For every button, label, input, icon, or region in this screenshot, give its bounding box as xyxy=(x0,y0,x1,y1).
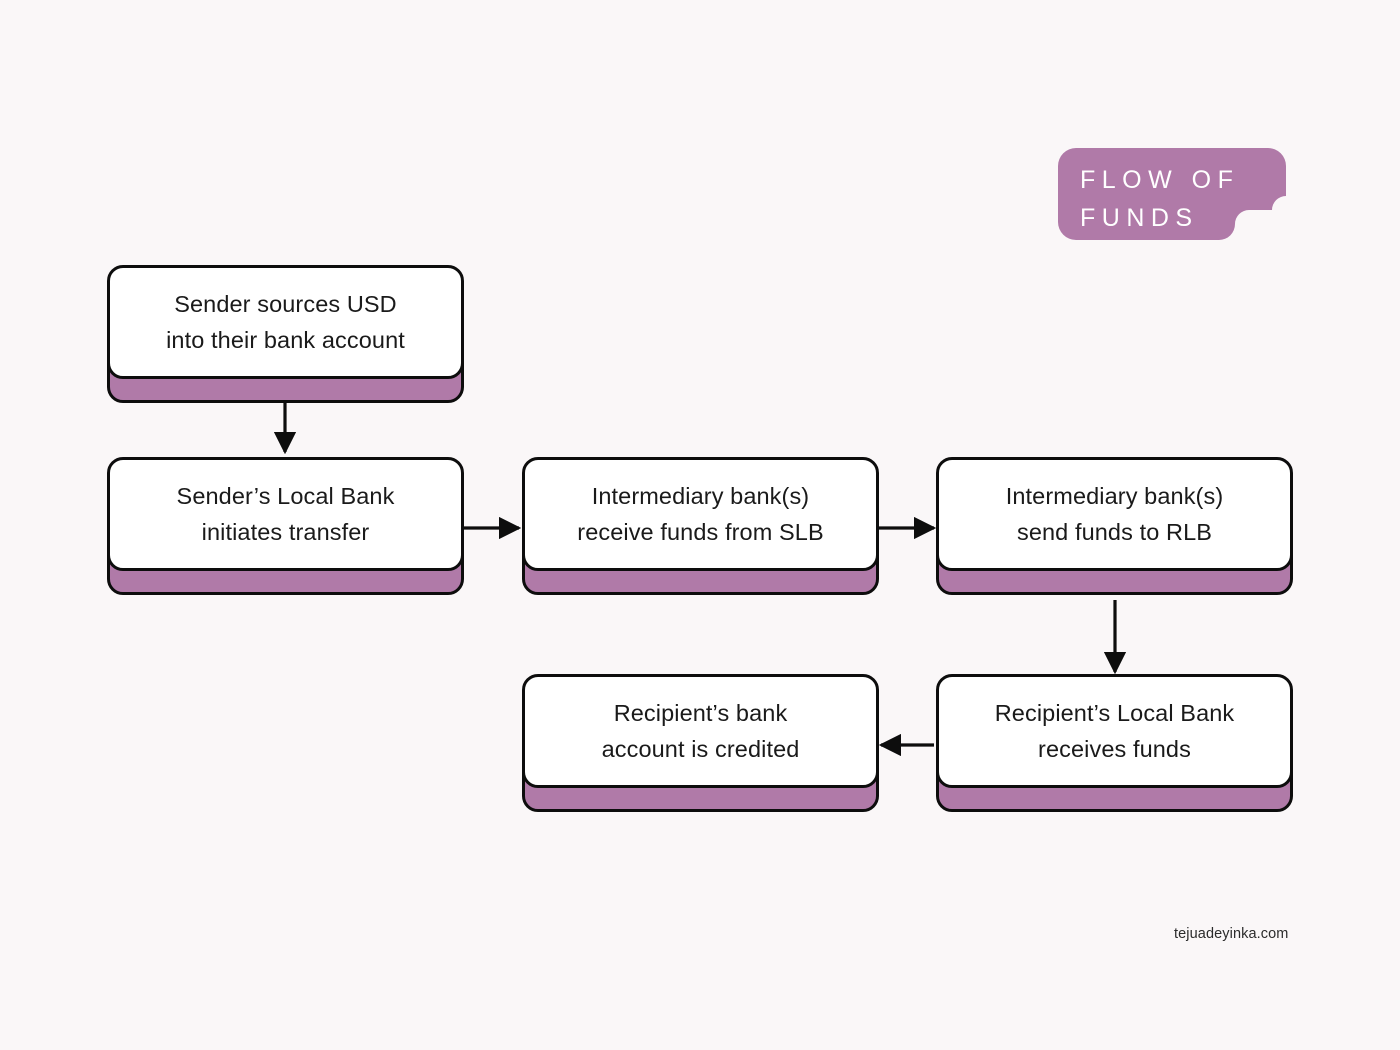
node-face: Intermediary bank(s) send funds to RLB xyxy=(936,457,1293,571)
badge-shape-icon xyxy=(1058,148,1286,240)
flow-node-recipients-bank-credited[interactable]: Recipient’s bank account is credited xyxy=(522,674,879,812)
node-face: Recipient’s bank account is credited xyxy=(522,674,879,788)
node-label: Intermediary bank(s) receive funds from … xyxy=(577,483,824,545)
node-face: Sender’s Local Bank initiates transfer xyxy=(107,457,464,571)
node-label: Sender’s Local Bank initiates transfer xyxy=(176,483,395,545)
flow-node-recipients-local-bank[interactable]: Recipient’s Local Bank receives funds xyxy=(936,674,1293,812)
node-face: Sender sources USD into their bank accou… xyxy=(107,265,464,379)
node-label: Sender sources USD into their bank accou… xyxy=(166,291,405,353)
node-face: Recipient’s Local Bank receives funds xyxy=(936,674,1293,788)
node-label: Recipient’s bank account is credited xyxy=(601,700,800,762)
flow-node-sender-sources-usd[interactable]: Sender sources USD into their bank accou… xyxy=(107,265,464,403)
node-label: Recipient’s Local Bank receives funds xyxy=(994,700,1235,762)
flow-node-senders-local-bank[interactable]: Sender’s Local Bank initiates transfer xyxy=(107,457,464,595)
badge-label: FLOW OF FUNDS xyxy=(1080,166,1240,232)
flow-of-funds-badge: FLOW OF FUNDS xyxy=(1058,148,1286,240)
node-face: Intermediary bank(s) receive funds from … xyxy=(522,457,879,571)
flow-node-intermediary-send[interactable]: Intermediary bank(s) send funds to RLB xyxy=(936,457,1293,595)
node-label: Intermediary bank(s) send funds to RLB xyxy=(1005,483,1224,545)
flow-node-intermediary-receive[interactable]: Intermediary bank(s) receive funds from … xyxy=(522,457,879,595)
watermark-text: tejuadeyinka.com xyxy=(1174,926,1289,942)
